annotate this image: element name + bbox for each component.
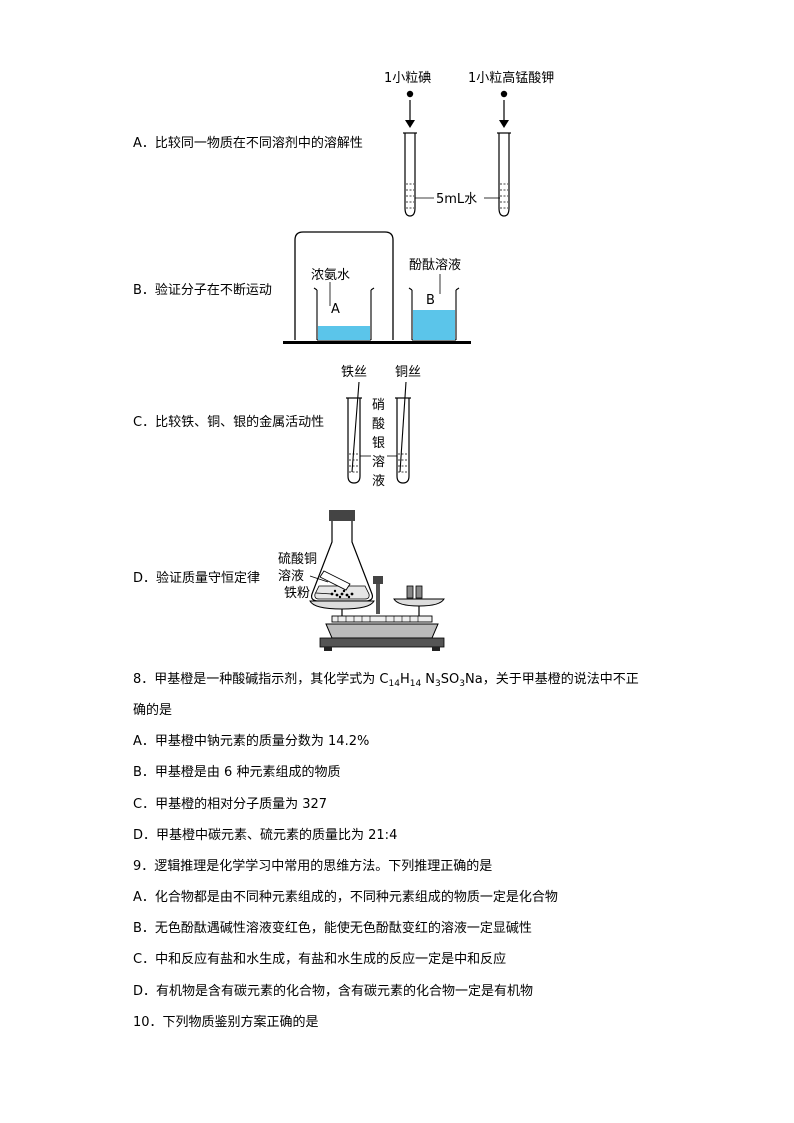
fig-d-label-copper-sulfate: 硫酸铜 bbox=[278, 552, 317, 567]
q8-formula-sub-2: 14 bbox=[409, 679, 422, 689]
test-tube-right bbox=[498, 133, 510, 217]
balance-column bbox=[376, 584, 380, 614]
right-pan bbox=[393, 598, 445, 607]
q8-formula: 14H14 N3SO3Na bbox=[388, 672, 483, 689]
option-a-label: A．比较同一物质在不同溶剂中的溶解性 bbox=[133, 136, 363, 151]
base-plate bbox=[283, 341, 471, 344]
balance-base bbox=[325, 623, 439, 639]
test-tube-left bbox=[404, 133, 416, 217]
copper-wire bbox=[399, 381, 407, 473]
figure-b-molecular-motion: 浓氨水 A 酚酞溶液 B bbox=[283, 231, 471, 344]
fig-b-left-label: 浓氨水 bbox=[311, 268, 350, 283]
q9-option-a: A．化合物都是由不同种元素组成的，不同种元素组成的物质一定是化合物 bbox=[133, 890, 558, 905]
q8-formula-sub-4: 3 bbox=[459, 679, 465, 689]
q8-stem-post: ，关于甲基橙的说法中不正 bbox=[482, 672, 639, 687]
iodine-dot bbox=[406, 90, 414, 98]
weight-1 bbox=[406, 585, 414, 599]
silver-nitrate-char-4: 溶 bbox=[372, 455, 385, 470]
q9-stem: 9．逻辑推理是化学学习中常用的思维方法。下列推理正确的是 bbox=[133, 859, 493, 874]
inner-tube bbox=[319, 570, 351, 591]
beaker-b-letter: B bbox=[426, 293, 435, 308]
phenolphthalein-liquid bbox=[413, 310, 455, 340]
q10-stem: 10．下列物质鉴别方案正确的是 bbox=[133, 1015, 319, 1030]
option-b-label: B．验证分子在不断运动 bbox=[133, 283, 272, 298]
bell-jar bbox=[294, 231, 394, 340]
test-tube-copper bbox=[396, 398, 410, 484]
q8-stem: 8．甲基橙是一种酸碱指示剂，其化学式为 C14H14 N3SO3Na，关于甲基橙… bbox=[133, 672, 639, 689]
figure-d-mass-conservation: 硫酸铜 溶液 铁粉 bbox=[278, 510, 445, 651]
q9-option-b: B．无色酚酞遇碱性溶液变红色，能使无色酚酞变红的溶液一定显碱性 bbox=[133, 921, 532, 936]
fig-a-water-label: 5mL水 bbox=[436, 192, 477, 207]
q8-formula-sub-1: 14 bbox=[388, 679, 400, 689]
q8-formula-h: H bbox=[399, 672, 410, 687]
silver-nitrate-char-3: 银 bbox=[372, 436, 385, 451]
weight-2 bbox=[415, 585, 423, 599]
option-d-label: D．验证质量守恒定律 bbox=[133, 571, 261, 586]
arrow-down-icon bbox=[499, 120, 509, 128]
ammonia-liquid bbox=[318, 326, 370, 340]
iron-wire bbox=[351, 381, 360, 473]
q8-formula-na: Na bbox=[464, 672, 483, 687]
figure-c-metal-activity: 铁丝 铜丝 硝 酸 银 溶 液 bbox=[341, 365, 421, 489]
test-tube-iron bbox=[347, 398, 361, 484]
q8-option-b: B．甲基橙是由 6 种元素组成的物质 bbox=[133, 765, 341, 780]
figure-a-dissolution: 1小粒碘 1小粒高锰酸钾 5mL水 bbox=[384, 70, 554, 217]
silver-nitrate-char-5: 液 bbox=[372, 474, 385, 489]
fig-c-right-label: 铜丝 bbox=[395, 365, 421, 380]
q8-option-a: A．甲基橙中钠元素的质量分数为 14.2% bbox=[133, 734, 370, 749]
fig-d-label-solution: 溶液 bbox=[278, 569, 304, 584]
fig-a-left-label: 1小粒碘 bbox=[384, 71, 431, 86]
fig-d-label-iron-powder: 铁粉 bbox=[284, 586, 310, 601]
silver-nitrate-char-2: 酸 bbox=[372, 417, 385, 432]
fig-c-left-label: 铁丝 bbox=[341, 365, 367, 380]
silver-nitrate-char-1: 硝 bbox=[372, 398, 385, 413]
fig-b-right-label: 酚酞溶液 bbox=[409, 258, 461, 273]
flask-stopper bbox=[329, 510, 355, 521]
q8-stem-line2: 确的是 bbox=[133, 703, 173, 718]
option-c-label: C．比较铁、铜、银的金属活动性 bbox=[133, 415, 325, 430]
q8-formula-n: N bbox=[421, 672, 436, 687]
beaker-a-letter: A bbox=[331, 302, 340, 317]
q8-formula-sub-3: 3 bbox=[435, 679, 441, 689]
q9-option-c: C．中和反应有盐和水生成，有盐和水生成的反应一定是中和反应 bbox=[133, 952, 507, 967]
q8-option-c: C．甲基橙的相对分子质量为 327 bbox=[133, 797, 328, 812]
left-pan bbox=[309, 600, 375, 610]
balance-beam bbox=[331, 615, 433, 623]
permanganate-dot bbox=[500, 90, 508, 98]
q8-option-d: D．甲基橙中碳元素、硫元素的质量比为 21:4 bbox=[133, 828, 398, 843]
q9-option-d: D．有机物是含有碳元素的化合物，含有碳元素的化合物一定是有机物 bbox=[133, 984, 534, 999]
q8-formula-so: SO bbox=[440, 672, 460, 687]
fig-a-right-label: 1小粒高锰酸钾 bbox=[468, 70, 554, 86]
arrow-down-icon bbox=[405, 120, 415, 128]
q8-stem-pre: 8．甲基橙是一种酸碱指示剂，其化学式为 C bbox=[133, 672, 389, 687]
